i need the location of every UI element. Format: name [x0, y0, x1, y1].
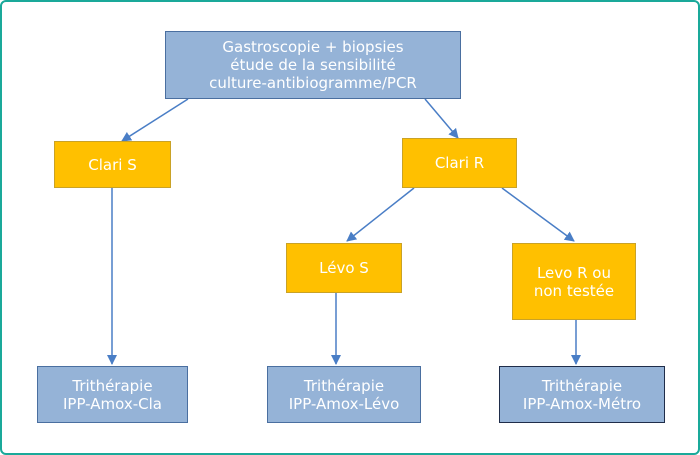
- node-levo-r: Levo R ou non testée: [512, 243, 636, 320]
- node-treat-levo: Trithérapie IPP-Amox-Lévo: [267, 366, 421, 423]
- arrow-root-to-clari-s: [121, 98, 189, 142]
- node-levo-s: Lévo S: [286, 243, 402, 293]
- arrow-clari-r-to-levo-s: [346, 187, 415, 242]
- arrow-clari-r-to-levo-r: [501, 187, 575, 242]
- node-clari-s: Clari S: [54, 141, 171, 188]
- node-treat-cla: Trithérapie IPP-Amox-Cla: [37, 366, 188, 423]
- node-root: Gastroscopie + biopsies étude de la sens…: [165, 31, 461, 99]
- node-clari-r: Clari R: [402, 138, 517, 188]
- node-treat-metro: Trithérapie IPP-Amox-Métro: [499, 366, 665, 423]
- arrow-root-to-clari-r: [424, 98, 459, 139]
